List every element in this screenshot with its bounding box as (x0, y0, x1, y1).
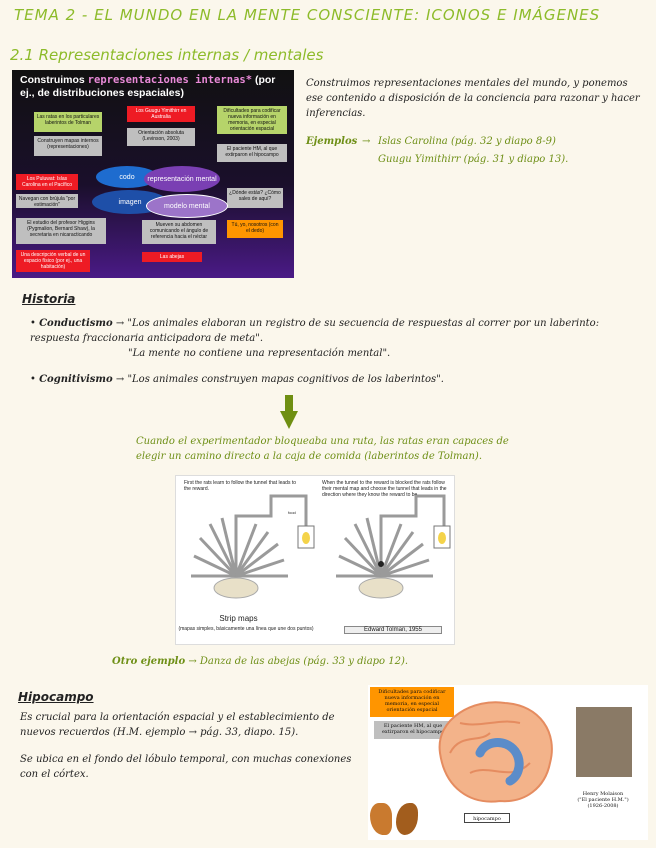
hipocampo-text-2: Se ubica en el fondo del lóbulo temporal… (20, 754, 352, 780)
ejemplo-2: Guugu Yimithirr (pág. 31 y diapo 13). (378, 154, 569, 165)
slide-title-part-c: (por ej., de distribuciones espaciales) (20, 74, 276, 99)
cognitivismo-text: "Los animales construyen mapas cognitivo… (127, 374, 444, 385)
hipocampo-text-1: Es crucial para la orientación espacial … (20, 712, 335, 738)
strip-maps-title: Strip maps (219, 614, 258, 623)
ejemplos-label: Ejemplos (306, 136, 358, 147)
hippocampus-specimen-1 (370, 803, 392, 835)
ellipse-codigo: codo (96, 166, 158, 188)
danza-text: Danza de las abejas (pág. 33 y diapo 12)… (199, 656, 409, 667)
otro-ejemplo-label: Otro ejemplo (112, 656, 186, 667)
brain-illustration (438, 701, 553, 803)
cognitivismo-item: • Cognitivismo → "Los animales construye… (30, 374, 444, 385)
otro-ejemplo-line: Otro ejemplo → Danza de las abejas (pág.… (112, 656, 409, 667)
box-orientacion: Orientación absoluta (Levinson, 2003) (127, 128, 195, 146)
box-higgins: El estudio del profesor Higgins (Pygmali… (16, 218, 106, 244)
box-hm: El paciente HM, al que extirparon el hip… (217, 144, 287, 162)
box-abejas: Las abejas (142, 252, 202, 262)
cognitivismo-label: Cognitivismo (39, 374, 113, 385)
food-label: food (288, 510, 296, 515)
intro-note: Construimos representaciones mentales de… (306, 78, 640, 119)
person-name: Henry Molaison (582, 791, 624, 797)
brain-label-hipocampo: hipocampo (464, 813, 510, 823)
slide-representaciones: Construimos representaciones internas* (… (12, 70, 294, 278)
left-maze (191, 494, 308, 578)
box-donde: ¿Dónde estás? ¿Cómo sales de aquí? (227, 188, 283, 208)
left-food-icon (302, 532, 310, 544)
strip-maps-sub: (mapas simples, básicamente una línea qu… (178, 626, 314, 632)
maze-drawing (191, 494, 451, 599)
conductismo-item: • Conductismo → "Los animales elaboran u… (30, 318, 600, 344)
left-start-box (213, 577, 259, 599)
brain-figure: Dificultades para codificar nueva inform… (368, 685, 648, 840)
brain-box-grey: El paciente HM, al que extirparon el hip… (374, 721, 452, 739)
slide-title-part-b: representaciones internas* (87, 74, 253, 86)
box-navegar: Navegan con brújula "por estimación" (16, 194, 78, 208)
right-start-box (358, 577, 404, 599)
box-mueven: Mueven su abdomen comunicando el ángulo … (142, 220, 216, 244)
block-marker (378, 561, 384, 567)
maze-left-caption: First the rats learn to follow the tunne… (184, 480, 297, 492)
section-subtitle: 2.1 Representaciones internas / mentales (10, 46, 324, 64)
brain-box-orange: Dificultades para codificar nueva inform… (370, 687, 454, 717)
ejemplo-1: Islas Carolina (pág. 32 y diapo 8-9) (378, 136, 556, 147)
box-descripcion: Una descripción verbal de un espacio fís… (16, 250, 90, 272)
arrow-down-icon (280, 395, 298, 429)
ellipse-modelo: modelo mental (146, 194, 228, 218)
person-years: (1926-2008) (587, 803, 619, 809)
box-pulusat: Los Puluwat: Islas Carolina en el Pacífi… (16, 174, 78, 190)
ellipse-representacion: representación mental (144, 166, 220, 192)
hipocampo-heading: Hipocampo (18, 690, 94, 704)
hippocampus-specimen-2 (396, 803, 418, 835)
person-photo (576, 707, 632, 777)
tolman-maze-figure: First the rats learn to follow the tunne… (175, 475, 455, 645)
right-maze (336, 494, 446, 578)
historia-heading: Historia (22, 292, 76, 306)
experimento-note: Cuando el experimentador bloqueaba una r… (136, 436, 509, 462)
slide-title-part-a: Construimos (20, 74, 88, 86)
conductismo-label: Conductismo (39, 318, 113, 329)
conductismo-text: "Los animales elaboran un registro de su… (30, 318, 600, 344)
box-ratas: Las ratas en los particulares laberintos… (34, 112, 102, 132)
page-title: TEMA 2 - EL MUNDO EN LA MENTE CONSCIENTE… (14, 6, 601, 24)
box-tu: Tú, yo, nosotros (con el dedo) (227, 220, 283, 238)
maze-right-caption: When the tunnel to the reward is blocked… (322, 480, 447, 498)
person-caption: Henry Molaison ("El paciente H.M.") (192… (558, 789, 648, 825)
person-alias: ("El paciente H.M.") (577, 797, 629, 803)
maze-credit: Edward Tolman, 1955 (344, 626, 442, 634)
box-dificultades: Dificultades para codificar nueva inform… (217, 106, 287, 134)
arrow-icon: → (362, 136, 371, 147)
box-guugu: Los Guugu Yimithirr en Australia (127, 106, 195, 122)
box-mapas: Construyen mapas internos (representacio… (34, 136, 102, 156)
right-food-icon (438, 532, 446, 544)
slide-title: Construimos representaciones internas* (… (20, 74, 290, 100)
conductismo-text-2: "La mente no contiene una representación… (128, 348, 391, 359)
